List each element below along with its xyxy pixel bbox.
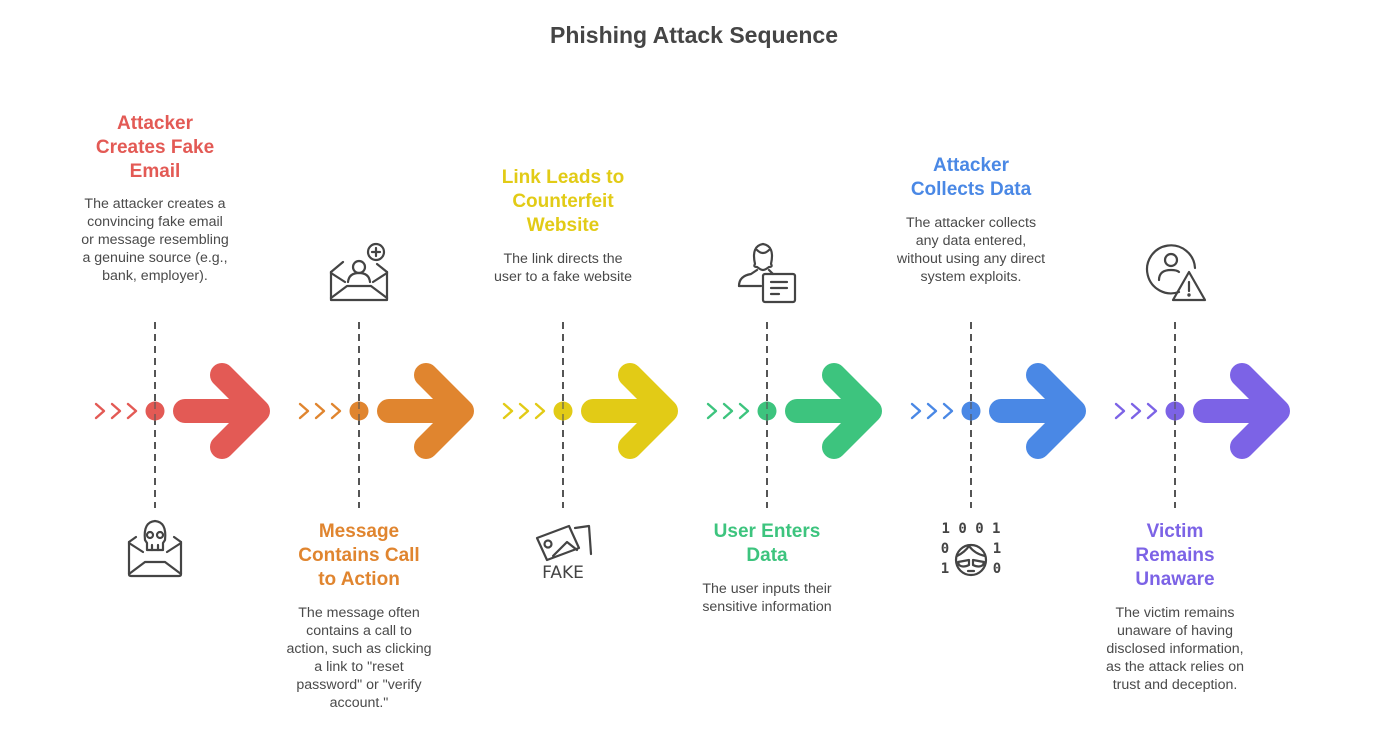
svg-text:1 0 0 1: 1 0 0 1 bbox=[941, 521, 1000, 537]
stage-description: The user inputs their sensitive informat… bbox=[702, 581, 832, 615]
chevron-icon bbox=[518, 402, 530, 420]
svg-text:1: 1 bbox=[941, 561, 949, 577]
stage-dot bbox=[145, 401, 165, 421]
stage-heading: Attacker Collects Data bbox=[910, 155, 1032, 200]
stage-message-contains-call-to-action: Message Contains Call to Action The mess… bbox=[257, 0, 461, 748]
stage-link-leads-to-counterfeit-website: Link Leads to Counterfeit Website The li… bbox=[461, 0, 665, 748]
stage-description: The attacker creates a convincing fake e… bbox=[81, 196, 229, 284]
chevron-icon bbox=[942, 402, 954, 420]
chevron-icon bbox=[534, 402, 546, 420]
flow-arrow-icon bbox=[785, 363, 882, 459]
flow-arrow-icon bbox=[989, 363, 1086, 459]
chevron-icon bbox=[94, 402, 106, 420]
fake-image-icon: FAKE bbox=[535, 524, 593, 580]
stage-description: The link directs the user to a fake webs… bbox=[493, 251, 632, 285]
stage-dot bbox=[961, 401, 981, 421]
stage-dot bbox=[1165, 401, 1185, 421]
stage-description: The victim remains unaware of having dis… bbox=[1105, 605, 1244, 693]
user-warning-icon bbox=[1146, 244, 1207, 302]
stage-heading: Link Leads to Counterfeit Website bbox=[501, 167, 625, 236]
stage-description: The message often contains a call to act… bbox=[286, 605, 432, 711]
stage-dot bbox=[757, 401, 777, 421]
chevron-icon bbox=[298, 402, 310, 420]
svg-text:0: 0 bbox=[941, 541, 949, 557]
svg-text:1: 1 bbox=[993, 541, 1001, 557]
chevron-icon bbox=[314, 402, 326, 420]
chevron-icon bbox=[502, 402, 514, 420]
chevron-icon bbox=[126, 402, 138, 420]
stage-dot bbox=[553, 401, 573, 421]
chevron-icon bbox=[926, 402, 938, 420]
flow-arrow-icon bbox=[581, 363, 678, 459]
stage-dot bbox=[349, 401, 369, 421]
stage-heading: Message Contains Call to Action bbox=[298, 521, 420, 590]
chevron-icon bbox=[910, 402, 922, 420]
chevron-icon bbox=[1130, 402, 1142, 420]
chevron-icon bbox=[110, 402, 122, 420]
envelope-user-plus-icon bbox=[329, 242, 389, 302]
flow-arrow-icon bbox=[1193, 363, 1290, 459]
stage-victim-remains-unaware: Victim Remains Unaware The victim remain… bbox=[1073, 0, 1277, 748]
chevron-icon bbox=[1146, 402, 1158, 420]
chevron-icon bbox=[722, 402, 734, 420]
stage-description: The attacker collects any data entered, … bbox=[896, 215, 1046, 285]
stage-heading: User Enters Data bbox=[713, 521, 821, 566]
svg-text:0: 0 bbox=[993, 561, 1001, 577]
flow-arrow-icon bbox=[377, 363, 474, 459]
chevron-icon bbox=[1114, 402, 1126, 420]
hacker-binary-icon: 1 0 0 1 0 1 1 0 bbox=[941, 521, 1001, 577]
stage-attacker-collects-data: Attacker Collects Data The attacker coll… bbox=[869, 0, 1073, 748]
flow-arrow-icon bbox=[173, 363, 270, 459]
svg-text:FAKE: FAKE bbox=[542, 563, 584, 580]
chevron-icon bbox=[738, 402, 750, 420]
chevron-icon bbox=[706, 402, 718, 420]
stage-heading: Victim Remains Unaware bbox=[1135, 521, 1215, 590]
user-form-icon bbox=[737, 242, 797, 304]
stage-heading: Attacker Creates Fake Email bbox=[95, 113, 215, 182]
diagram-title: Phishing Attack Sequence bbox=[550, 22, 838, 48]
skull-envelope-icon bbox=[127, 519, 183, 578]
chevron-icon bbox=[330, 402, 342, 420]
stage-attacker-creates-fake-email: Attacker Creates Fake Email The attacker… bbox=[53, 0, 257, 748]
stage-user-enters-data: User Enters Data The user inputs their s… bbox=[665, 0, 869, 748]
